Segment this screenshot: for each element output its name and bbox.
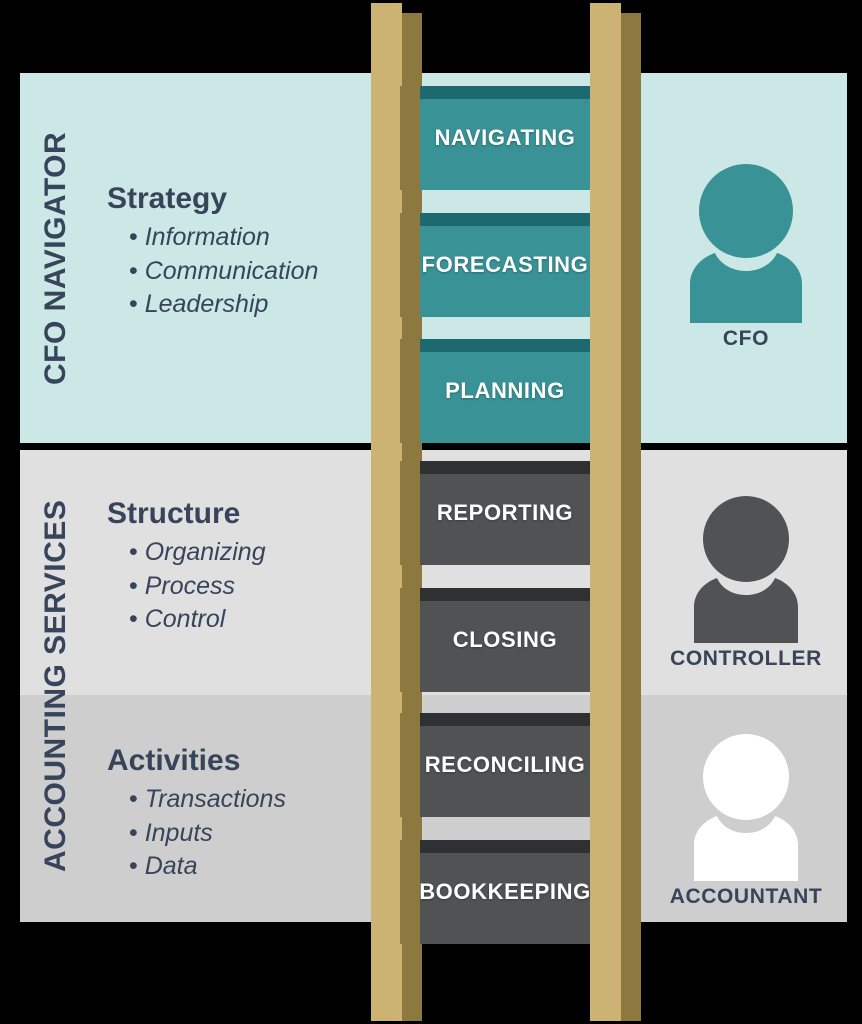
bullet-item: Data — [129, 850, 367, 884]
bullet-item: Transactions — [129, 783, 367, 817]
bullet-item: Inputs — [129, 817, 367, 851]
side-label-accounting-services: ACCOUNTING SERVICES — [39, 450, 72, 922]
bullet-item: Organizing — [129, 536, 367, 570]
bullet-item: Information — [129, 221, 367, 255]
section-structure-bullets: Organizing Process Control — [107, 536, 367, 637]
section-activities: Activities Transactions Inputs Data — [107, 744, 367, 884]
bullet-item: Leadership — [129, 288, 367, 322]
bullet-item: Process — [129, 570, 367, 604]
section-strategy-bullets: Information Communication Leadership — [107, 221, 367, 322]
person-icon — [694, 496, 798, 643]
section-structure-title: Structure — [107, 497, 241, 530]
bullet-item: Communication — [129, 255, 367, 289]
person-icon — [694, 734, 798, 881]
section-structure: Structure Organizing Process Control — [107, 497, 367, 637]
side-label-accounting-services-text: ACCOUNTING SERVICES — [39, 499, 72, 873]
role-cfo-label: CFO — [722, 327, 770, 350]
section-strategy-title: Strategy — [107, 182, 228, 215]
role-controller: CONTROLLER — [630, 495, 862, 671]
person-icon — [690, 164, 802, 323]
section-activities-title: Activities — [107, 744, 241, 777]
side-label-cfo-navigator-text: CFO NAVIGATOR — [39, 131, 72, 385]
section-strategy: Strategy Information Communication Leade… — [107, 182, 367, 322]
section-activities-bullets: Transactions Inputs Data — [107, 783, 367, 884]
side-label-cfo-navigator: CFO NAVIGATOR — [39, 73, 72, 443]
role-accountant-label: ACCOUNTANT — [669, 885, 823, 908]
role-controller-label: CONTROLLER — [670, 647, 822, 670]
role-cfo: CFO — [630, 163, 862, 351]
role-accountant: ACCOUNTANT — [630, 733, 862, 909]
bullet-item: Control — [129, 603, 367, 637]
